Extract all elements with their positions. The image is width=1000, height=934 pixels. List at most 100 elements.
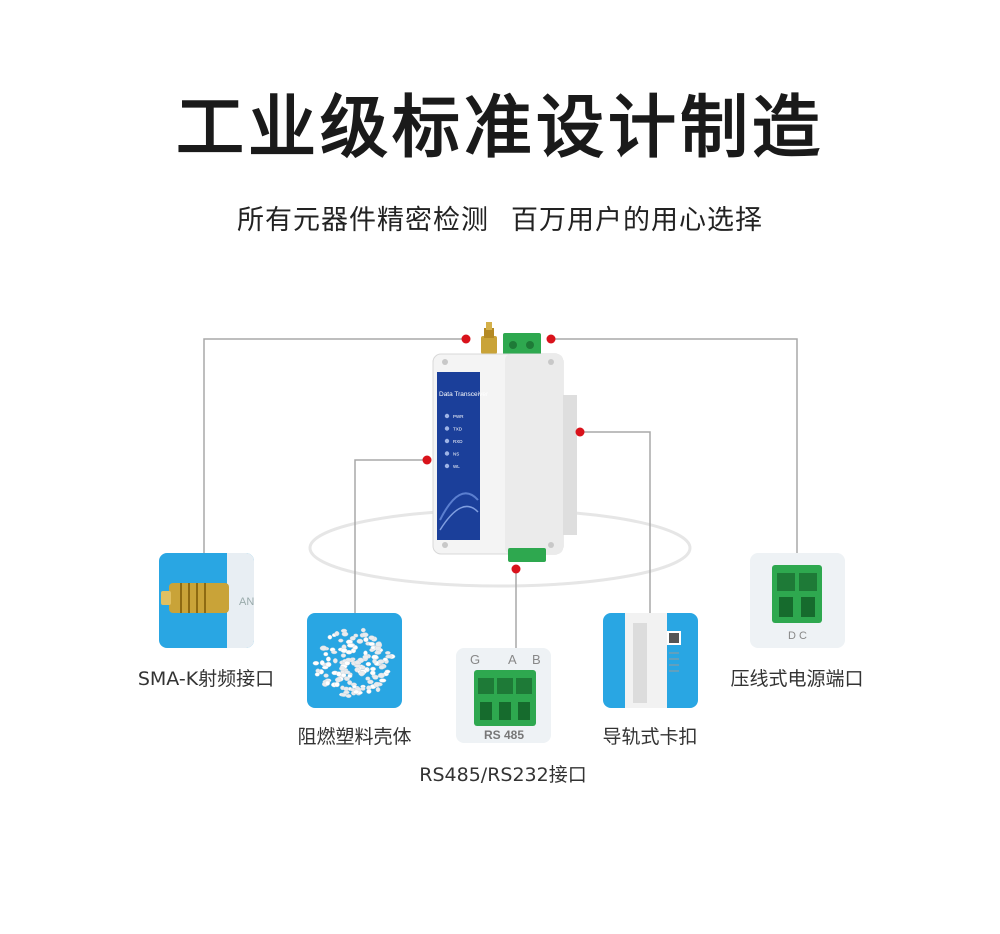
connector-lines (203, 338, 798, 648)
pellet (361, 632, 369, 638)
pellet (367, 679, 374, 685)
caption-sma: SMA-K射频接口 (137, 668, 275, 690)
pellet (340, 653, 347, 658)
pellet (325, 661, 332, 668)
pellet (370, 645, 376, 650)
pellet (319, 660, 325, 666)
pellet (325, 656, 331, 662)
thumb-plastic (307, 613, 402, 708)
line-sma (203, 338, 466, 553)
pellet (312, 661, 320, 666)
pellet (377, 672, 385, 679)
pellets-icon (312, 627, 396, 698)
led-indicator (444, 463, 450, 469)
bottom-terminal (508, 548, 546, 562)
pellet (372, 675, 379, 679)
pellet (347, 643, 355, 648)
dot-rs485 (511, 564, 521, 574)
pellet (366, 689, 372, 694)
thumb-rs485: G A B RS 485 (456, 648, 551, 743)
svg-text:B: B (532, 652, 541, 667)
dot-plastic (422, 455, 432, 465)
led-indicator (444, 413, 450, 419)
pellet (340, 673, 347, 678)
thumb-sma: AN (159, 553, 254, 648)
pellet (323, 651, 329, 657)
pellet (345, 650, 353, 655)
pellet (382, 657, 388, 662)
pellet (356, 638, 364, 644)
pellet (363, 637, 369, 643)
caption-rs485: RS485/RS232接口 (419, 764, 587, 786)
pellet (379, 678, 387, 683)
led-indicator (444, 426, 450, 431)
page-title: 工业级标准设计制造 (175, 89, 824, 168)
caption-power: 压线式电源端口 (730, 668, 864, 690)
dot-sma (461, 334, 471, 344)
power-terminal-icon: D C (772, 565, 822, 642)
dot-power (546, 334, 556, 344)
thumb-power: D C (750, 553, 845, 648)
pellet (375, 687, 381, 693)
pellet (323, 673, 329, 678)
sma-connector-icon: AN (161, 553, 254, 648)
pellet (338, 638, 344, 643)
led-indicator (444, 451, 450, 456)
antenna-connector (481, 336, 497, 354)
subtitle-right: 百万用户的用心选择 (511, 205, 763, 236)
pellet (341, 631, 349, 637)
pellet (327, 634, 333, 640)
led-label: RXD (453, 439, 463, 444)
led-label: WL (453, 464, 460, 469)
pellet (334, 681, 340, 688)
dot-rail (575, 427, 585, 437)
led-label: NS (453, 452, 459, 457)
pellet (334, 631, 340, 637)
pellet (371, 654, 379, 660)
pellet (360, 627, 366, 633)
pellet (354, 660, 361, 665)
svg-text:D C: D C (788, 630, 807, 642)
pellet (349, 635, 356, 641)
svg-text:G: G (470, 652, 480, 667)
din-rail-clip-icon (625, 613, 681, 708)
pellet (375, 641, 382, 647)
caption-plastic: 阻燃塑料壳体 (297, 726, 412, 748)
led-label: TXD (453, 427, 463, 432)
line-rail (580, 431, 651, 613)
pellet (384, 669, 391, 674)
pellet (347, 674, 353, 679)
pellet (360, 686, 366, 691)
led-label: PWR (453, 414, 464, 419)
pellet (358, 671, 366, 676)
svg-text:RS 485: RS 485 (484, 728, 524, 742)
pellet (368, 641, 375, 647)
svg-text:AN: AN (239, 596, 254, 608)
pellet (365, 661, 372, 667)
pellet (365, 676, 371, 681)
pellet (332, 658, 338, 664)
pellet (378, 665, 385, 670)
pellet (315, 668, 321, 673)
pellet (354, 664, 361, 668)
pellet (347, 680, 353, 686)
pellet (344, 660, 351, 666)
svg-text:A: A (508, 652, 517, 667)
led-group: PWR TXD RXD NS WL (444, 413, 464, 469)
pellet (325, 680, 331, 686)
pellet (345, 657, 352, 662)
pellet (345, 694, 352, 698)
pellet (372, 658, 377, 664)
pellet (350, 687, 356, 692)
pellet (374, 650, 382, 655)
top-terminal (503, 333, 541, 357)
thumb-rail (603, 613, 698, 708)
pellet (373, 681, 380, 688)
pellet (362, 654, 370, 660)
pellet (343, 686, 350, 692)
pellet (385, 654, 393, 659)
subtitle-left: 所有元器件精密检测 (237, 205, 489, 236)
caption-rail: 导轨式卡扣 (602, 726, 698, 748)
rs485-terminal-icon: G A B RS 485 (470, 652, 541, 742)
